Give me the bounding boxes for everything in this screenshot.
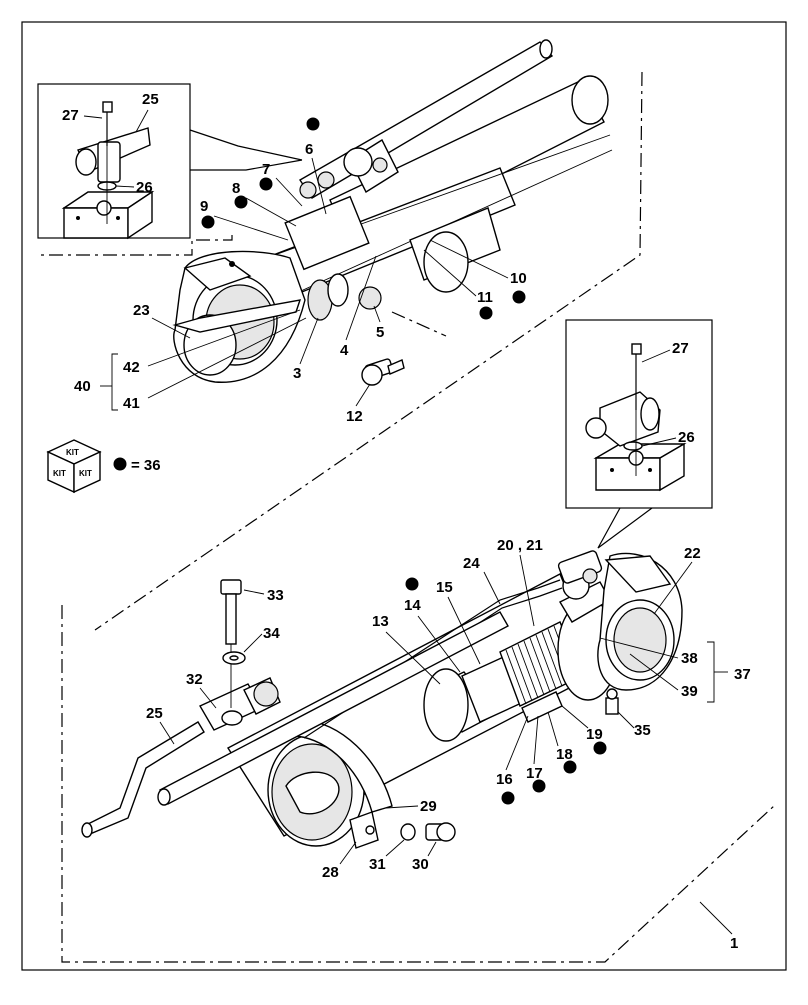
label-42: 42 — [123, 359, 140, 376]
label-4: 4 — [340, 342, 349, 359]
label-5: 5 — [376, 324, 384, 341]
label-15: 15 — [436, 579, 453, 596]
label-30: 30 — [412, 856, 429, 873]
outer-frame — [21, 21, 787, 971]
inset-top-leader — [189, 129, 303, 161]
upper-group-outline — [94, 71, 643, 631]
inset-right-frame — [565, 319, 713, 509]
label-20-21: 20 , 21 — [497, 537, 543, 554]
label-29: 29 — [420, 798, 437, 815]
label-6: 6 — [305, 141, 313, 158]
label-9: 9 — [200, 198, 208, 215]
label-23: 23 — [133, 302, 150, 319]
label-18: 18 — [556, 746, 573, 763]
label-25b: 25 — [146, 705, 163, 722]
label-3: 3 — [293, 365, 301, 382]
bracket-37 — [707, 641, 715, 703]
label-14: 14 — [404, 597, 421, 614]
label-25a: 25 — [142, 91, 159, 108]
label-39: 39 — [681, 683, 698, 700]
label-32: 32 — [186, 671, 203, 688]
lower-group-outline — [61, 605, 776, 963]
label-19: 19 — [586, 726, 603, 743]
label-35: 35 — [634, 722, 651, 739]
label-27a: 27 — [62, 107, 79, 124]
label-34: 34 — [263, 625, 280, 642]
inset-right-leader — [597, 507, 653, 549]
label-26a: 26 — [136, 179, 153, 196]
inset-hole — [96, 200, 112, 216]
kit-box-text-top: KIT — [66, 448, 79, 457]
label-1: 1 — [730, 935, 738, 952]
label-26b: 26 — [678, 429, 695, 446]
label-17: 17 — [526, 765, 543, 782]
label-7: 7 — [262, 161, 270, 178]
label-41: 41 — [123, 395, 140, 412]
kit-box-right — [73, 450, 101, 494]
label-13: 13 — [372, 613, 389, 630]
kit-legend: KIT KIT KIT = 36 — [46, 439, 161, 494]
kit-legend-text: = 36 — [131, 457, 161, 474]
label-8: 8 — [232, 180, 240, 197]
label-24: 24 — [463, 555, 480, 572]
inset-top-leader-b — [190, 159, 303, 171]
label-31: 31 — [369, 856, 386, 873]
bracket-40 — [111, 353, 118, 411]
label-11: 11 — [477, 289, 493, 306]
inset-top-left — [37, 83, 303, 240]
bolt-33 — [220, 579, 242, 595]
inset-block-side — [127, 190, 153, 240]
label-12: 12 — [346, 408, 363, 425]
label-38: 38 — [681, 650, 698, 667]
label-37: 37 — [734, 666, 751, 683]
label-10: 10 — [510, 270, 527, 287]
label-16: 16 — [496, 771, 513, 788]
kit-box-text-right: KIT — [79, 469, 92, 478]
inset-block-front — [63, 207, 129, 239]
kit-box-text-left: KIT — [53, 469, 66, 478]
upper-assembly-boundary — [38, 235, 233, 256]
lower-cylinder-assembly — [81, 550, 683, 849]
pipe-25 — [82, 721, 205, 835]
label-40: 40 — [74, 378, 91, 395]
inset-right — [565, 319, 713, 549]
kit-dot-icon — [113, 457, 127, 471]
label-22: 22 — [684, 545, 701, 562]
label-27b: 27 — [672, 340, 689, 357]
gland-head — [284, 195, 370, 271]
kit-dots-upper — [201, 117, 526, 320]
label-33: 33 — [267, 587, 284, 604]
kit-dots-lower — [405, 577, 607, 805]
washer-31 — [400, 823, 416, 841]
clamp-band — [295, 719, 393, 813]
upper-rod-assembly — [172, 39, 613, 386]
label-28: 28 — [322, 864, 339, 881]
